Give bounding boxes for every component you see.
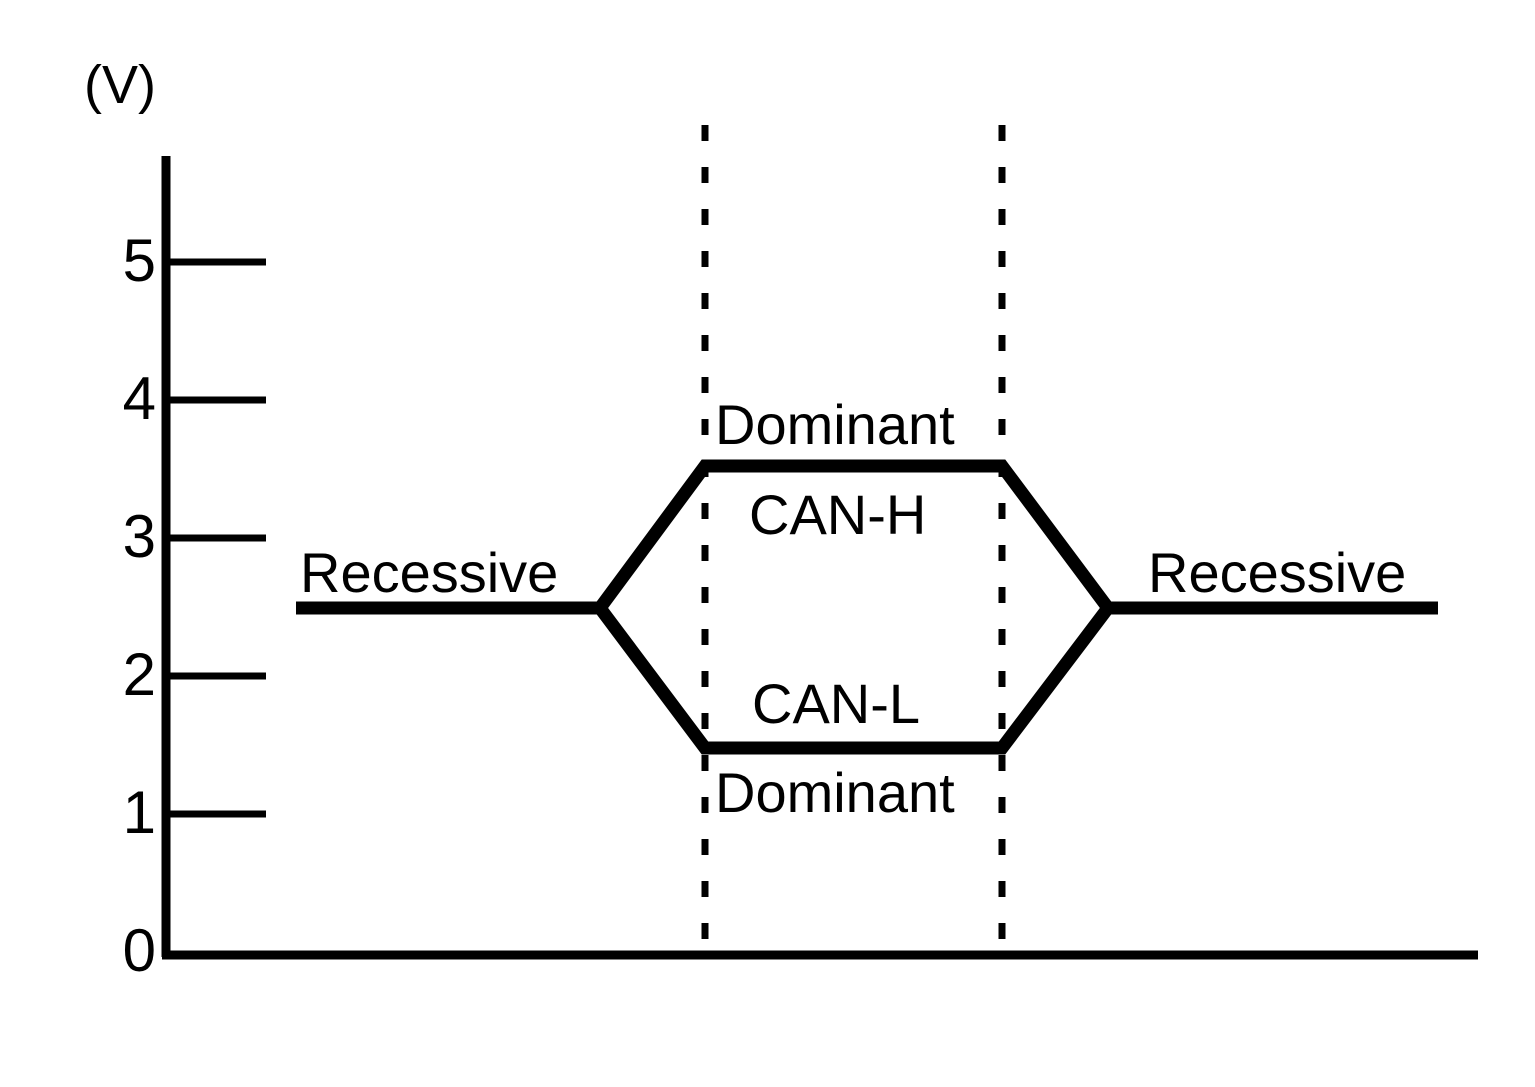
waveform-group [296, 459, 1438, 755]
can-h-waveform [296, 459, 1438, 615]
can-l-waveform [296, 601, 1438, 755]
axes-group [161, 156, 1478, 960]
label-dominant-bottom: Dominant [715, 761, 955, 824]
y-tick-label-4: 4 [122, 365, 156, 432]
label-recessive-right: Recessive [1148, 541, 1407, 604]
y-axis-unit-label: (V) [84, 55, 156, 115]
y-axis-ticks-group [166, 258, 266, 818]
y-tick-label-2: 2 [122, 641, 156, 708]
y-tick-label-5: 5 [122, 227, 156, 294]
label-dominant-top: Dominant [715, 393, 955, 456]
label-can-h: CAN-H [749, 483, 927, 546]
dominant-region-markers-group [701, 125, 1006, 952]
y-tick-label-0: 0 [122, 917, 156, 984]
label-recessive-left: Recessive [300, 541, 559, 604]
label-can-l: CAN-L [752, 672, 921, 735]
y-tick-label-1: 1 [122, 779, 156, 846]
y-tick-label-3: 3 [122, 503, 156, 570]
